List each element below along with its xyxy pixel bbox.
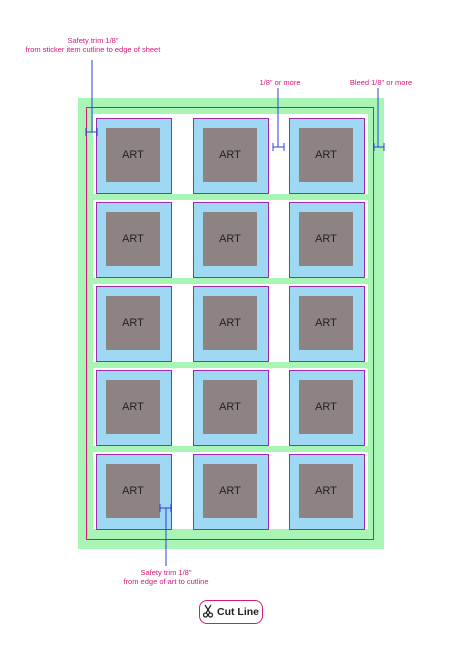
annotation-safety-trim-bottom-subtitle: from edge of art to cutline [123, 577, 209, 586]
sticker-art: ART [203, 128, 257, 182]
sticker-item: ART [96, 454, 172, 530]
sticker-item: ART [289, 202, 365, 278]
sticker-art: ART [203, 464, 257, 518]
sticker-item: ART [289, 118, 365, 194]
sticker-art: ART [203, 296, 257, 350]
sticker-art: ART [203, 212, 257, 266]
annotation-safety-trim-top: Safety trim 1/8" from sticker item cutli… [0, 36, 186, 54]
sticker-item: ART [193, 202, 269, 278]
band-row-2 [93, 278, 368, 284]
sticker-item: ART [96, 118, 172, 194]
cut-line-legend: Cut Line [199, 600, 263, 624]
sticker-item: ART [289, 370, 365, 446]
annotation-safety-trim-top-subtitle: from sticker item cutline to edge of she… [25, 45, 161, 54]
cut-line-legend-label: Cut Line [217, 606, 259, 618]
sticker-art: ART [106, 464, 160, 518]
sticker-art: ART [106, 212, 160, 266]
sticker-art: ART [203, 380, 257, 434]
sticker-item: ART [193, 370, 269, 446]
sticker-art: ART [106, 128, 160, 182]
scissors-icon [202, 604, 214, 621]
band-row-1 [93, 194, 368, 200]
sticker-item: ART [96, 370, 172, 446]
sticker-item: ART [193, 286, 269, 362]
annotation-spacing: 1/8" or more [259, 78, 301, 87]
annotation-safety-trim-bottom: Safety trim 1/8" from edge of art to cut… [96, 568, 236, 586]
sticker-art: ART [106, 380, 160, 434]
sticker-item: ART [289, 286, 365, 362]
sticker-art: ART [299, 296, 353, 350]
sticker-item: ART [193, 118, 269, 194]
annotation-safety-trim-bottom-title: Safety trim 1/8" [140, 568, 192, 577]
annotation-bleed: Bleed 1/8" or more [349, 78, 413, 87]
sticker-art: ART [299, 212, 353, 266]
sheet-cut-line [86, 107, 374, 540]
sticker-art: ART [299, 128, 353, 182]
annotation-safety-trim-top-title: Safety trim 1/8" [67, 36, 119, 45]
sticker-art: ART [299, 464, 353, 518]
band-row-3 [93, 362, 368, 368]
sticker-item: ART [193, 454, 269, 530]
band-row-4 [93, 446, 368, 452]
sticker-art: ART [299, 380, 353, 434]
sticker-art: ART [106, 296, 160, 350]
sticker-item: ART [96, 286, 172, 362]
sticker-item: ART [289, 454, 365, 530]
sticker-item: ART [96, 202, 172, 278]
